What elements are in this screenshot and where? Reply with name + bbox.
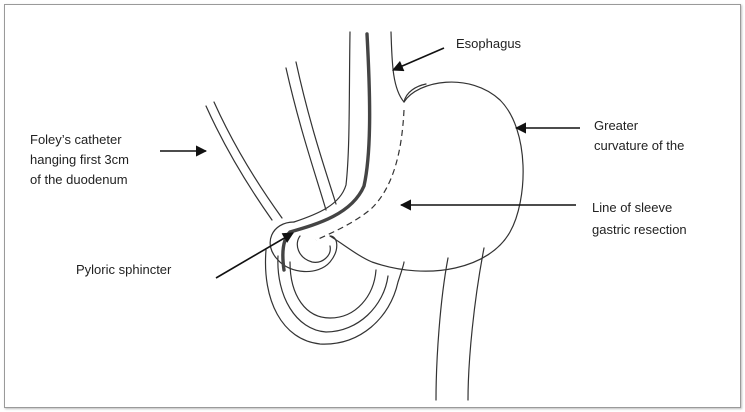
pyloric-ring-outer (269, 221, 338, 273)
pyloric-sphincter-label: Pyloric sphincter (76, 262, 172, 277)
duodenum-inner (289, 261, 377, 319)
foley-label-line3: of the duodenum (30, 172, 128, 187)
foley-label-line2: hanging first 3cm (30, 152, 129, 167)
greater-curvature-label-line1: Greater (594, 118, 639, 133)
esophagus-label: Esophagus (456, 36, 522, 51)
esophagus-arrow (391, 47, 445, 72)
sleeve-label-line1: Line of sleeve (592, 200, 673, 215)
foley-line-2 (213, 101, 283, 219)
stomach-outline (329, 81, 524, 272)
fundus-inner (403, 83, 427, 103)
duodenum-mid (277, 255, 389, 333)
figure-frame (4, 4, 741, 408)
esophagus-left-wall (293, 31, 351, 223)
catheter-tube (281, 32, 372, 272)
foley-line-4 (295, 61, 337, 205)
esophagus-right-wall (390, 31, 405, 103)
duodenum-outer (264, 249, 405, 345)
foley-line-3 (285, 67, 327, 211)
sleeve-label-line2: gastric resection (592, 222, 687, 237)
sleeve-resection-line (315, 109, 405, 241)
pyloric-arrow (215, 232, 294, 279)
foley-line-1 (205, 105, 273, 221)
greater-curvature-label-line2: curvature of the (594, 138, 685, 153)
lower-tube-right (467, 247, 485, 401)
lower-tube-left (435, 257, 449, 401)
pyloric-ring-inner (296, 235, 331, 263)
foley-label-line1: Foley’s catheter (30, 132, 122, 147)
